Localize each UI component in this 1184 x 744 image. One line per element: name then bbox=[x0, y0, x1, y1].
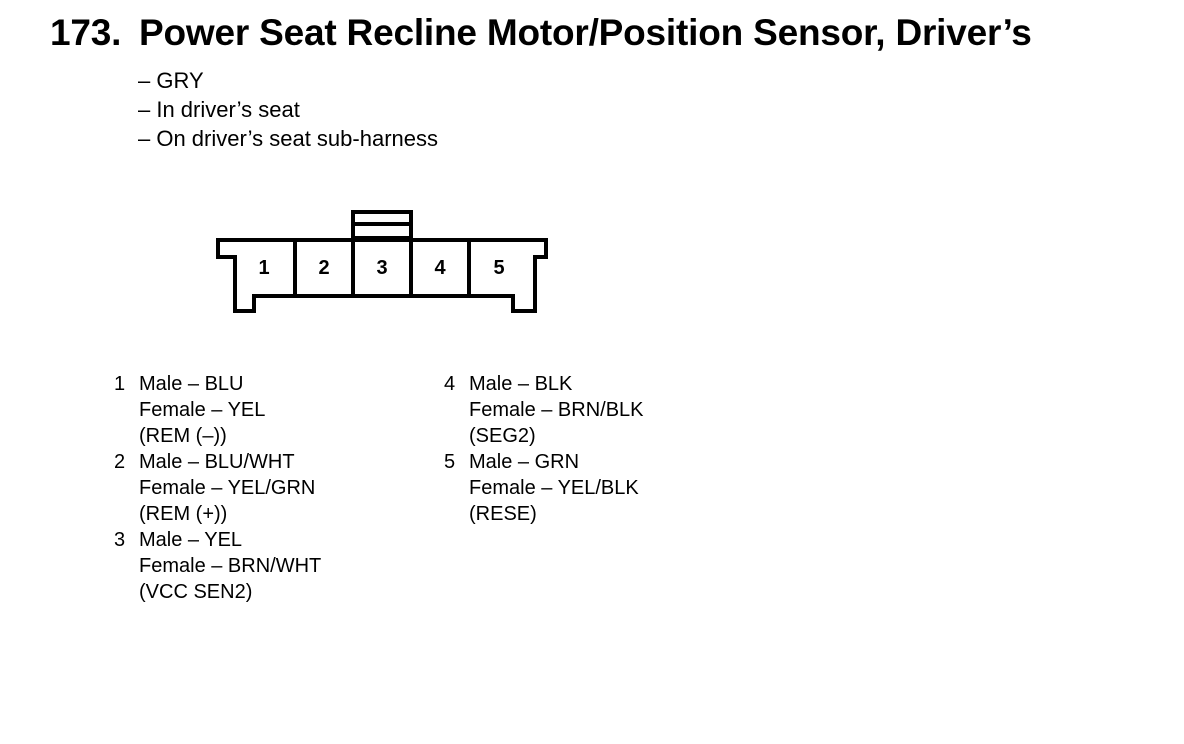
connector-housing bbox=[216, 238, 548, 313]
pin-number: 1 bbox=[114, 373, 126, 395]
diagram-number: 173. bbox=[50, 12, 122, 53]
pin-female-wire: Female – BRN/BLK bbox=[469, 399, 644, 421]
connector-notes: – GRY – In driver’s seat – On driver’s s… bbox=[138, 66, 438, 153]
pin-signal: (RESE) bbox=[469, 503, 537, 525]
diagram-title-text: Power Seat Recline Motor/Position Sensor… bbox=[139, 12, 1032, 53]
note-harness: – On driver’s seat sub-harness bbox=[138, 126, 438, 151]
cavity-label-1: 1 bbox=[258, 257, 269, 279]
pin-male-wire: Male – BLK bbox=[469, 373, 573, 395]
pin-female-wire: Female – YEL/GRN bbox=[139, 477, 316, 499]
pin-entry-4: 4 Male – BLK Female – BRN/BLK (SEG2) bbox=[444, 371, 644, 449]
pin-female-wire: Female – BRN/WHT bbox=[139, 555, 322, 577]
pin-male-wire: Male – BLU bbox=[139, 373, 244, 395]
pin-male-wire: Male – GRN bbox=[469, 451, 580, 473]
pin-entry-1: 1 Male – BLU Female – YEL (REM (–)) bbox=[114, 371, 321, 449]
pin-signal: (VCC SEN2) bbox=[139, 581, 253, 603]
pin-list-left: 1 Male – BLU Female – YEL (REM (–)) 2 Ma… bbox=[114, 371, 321, 605]
note-color: – GRY bbox=[138, 68, 204, 93]
cavity-label-2: 2 bbox=[318, 257, 329, 279]
pin-female-wire: Female – YEL bbox=[139, 399, 266, 421]
cavity-label-4: 4 bbox=[434, 257, 446, 279]
cavity-label-5: 5 bbox=[493, 257, 504, 279]
pin-number: 4 bbox=[444, 373, 456, 395]
pin-signal: (REM (+)) bbox=[139, 503, 228, 525]
note-location: – In driver’s seat bbox=[138, 97, 300, 122]
pin-entry-3: 3 Male – YEL Female – BRN/WHT (VCC SEN2) bbox=[114, 527, 321, 605]
pin-signal: (SEG2) bbox=[469, 425, 536, 447]
pin-number: 3 bbox=[114, 529, 126, 551]
cavity-label-3: 3 bbox=[376, 257, 387, 279]
pin-list-right: 4 Male – BLK Female – BRN/BLK (SEG2) 5 M… bbox=[444, 371, 644, 527]
pin-male-wire: Male – YEL bbox=[139, 529, 243, 551]
pin-female-wire: Female – YEL/BLK bbox=[469, 477, 639, 499]
pin-number: 5 bbox=[444, 451, 456, 473]
pin-entry-5: 5 Male – GRN Female – YEL/BLK (RESE) bbox=[444, 449, 644, 527]
pin-entry-2: 2 Male – BLU/WHT Female – YEL/GRN (REM (… bbox=[114, 449, 321, 527]
pin-signal: (REM (–)) bbox=[139, 425, 227, 447]
pin-male-wire: Male – BLU/WHT bbox=[139, 451, 295, 473]
pin-number: 2 bbox=[114, 451, 126, 473]
diagram-title: 173. Power Seat Recline Motor/Position Se… bbox=[50, 12, 1032, 54]
